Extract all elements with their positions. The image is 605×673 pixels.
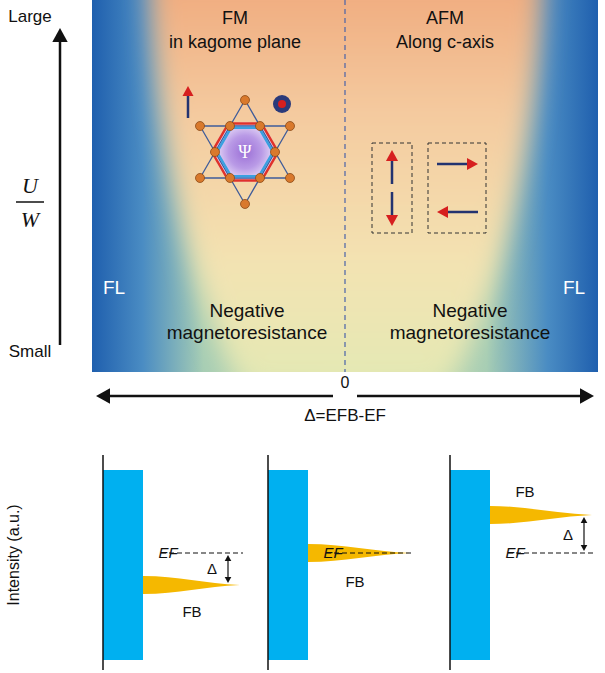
hexagon-blue xyxy=(217,128,273,176)
arrow-head xyxy=(52,28,67,42)
kagome-atom xyxy=(256,173,265,182)
kagome-atom xyxy=(285,173,294,182)
phase-label: Negative magnetoresistance xyxy=(380,300,560,344)
arrow-shaft xyxy=(448,211,478,214)
hexagon-red xyxy=(212,123,278,180)
dos-plot xyxy=(268,455,413,670)
dashed-box xyxy=(372,143,412,233)
dos-plot xyxy=(103,455,243,670)
kagome-atom xyxy=(271,148,280,157)
kagome-lattice xyxy=(196,96,295,209)
arrow-shaft xyxy=(227,561,228,569)
arrow-shaft xyxy=(391,161,394,184)
gap-label: Δ xyxy=(207,560,217,577)
arrow xyxy=(437,158,478,170)
axis-label: Large xyxy=(8,7,51,27)
axis-title: Intensity (a.u.) xyxy=(5,504,23,605)
spin-dot xyxy=(278,100,286,108)
axis-zero: 0 xyxy=(341,374,350,392)
flat-band-label: FB xyxy=(515,483,534,500)
kagome-atom xyxy=(211,148,220,157)
plot-axis xyxy=(102,455,104,670)
arrow-shaft xyxy=(59,42,62,345)
arrow-shaft xyxy=(187,96,190,118)
kagome-atom xyxy=(241,199,250,208)
arrow-shaft xyxy=(357,395,580,398)
divider-dashed xyxy=(344,0,345,372)
flat-band-peak xyxy=(143,576,240,594)
arrow-shaft xyxy=(227,569,228,577)
kagome-triangle xyxy=(200,126,290,204)
bulk-band xyxy=(103,470,143,660)
phase-label: Negative magnetoresistance xyxy=(157,300,337,344)
fermi-level-label: EF xyxy=(323,544,342,561)
phase-panel: FMin kagome planeAFMAlong c-axisFLNegati… xyxy=(92,0,598,372)
kagome-atom xyxy=(285,122,294,131)
axis-variable: W xyxy=(21,207,39,232)
arrow-head xyxy=(437,206,448,218)
bulk-band xyxy=(450,470,490,660)
dos-plot xyxy=(450,455,595,670)
arrow-head xyxy=(386,215,398,226)
flat-band-peak xyxy=(490,506,592,524)
kagome-atom xyxy=(226,173,235,182)
arrow xyxy=(386,192,398,226)
arrow-shaft xyxy=(437,163,467,166)
arrow-head xyxy=(581,517,588,523)
arrow-head xyxy=(225,555,232,561)
wavefunction-symbol: Ψ xyxy=(238,142,251,163)
arrow xyxy=(183,86,194,118)
arrow-head xyxy=(580,388,594,403)
arrow-head xyxy=(386,150,398,161)
plot-axis xyxy=(449,455,451,670)
dashed-box xyxy=(428,143,486,233)
arrow-head xyxy=(225,577,232,583)
phase-label: in kagome plane xyxy=(169,32,301,53)
fermi-level-label: EF xyxy=(158,544,177,561)
phase-label: FL xyxy=(563,277,585,299)
kagome-atom xyxy=(196,173,205,182)
arrow xyxy=(437,206,478,218)
kagome-atom xyxy=(196,122,205,131)
arrow-shaft xyxy=(110,395,333,398)
arrow xyxy=(96,388,333,403)
flat-band-label: FB xyxy=(345,573,364,590)
fraction-bar xyxy=(16,201,44,203)
arrow xyxy=(52,28,67,345)
phase-label: AFM xyxy=(426,8,464,29)
arrow-head xyxy=(183,86,194,96)
arrow xyxy=(386,150,398,184)
fermi-level-label: EF xyxy=(505,544,524,561)
arrow xyxy=(225,555,232,569)
phase-label: FM xyxy=(222,8,248,29)
gap-label: Δ xyxy=(563,526,573,543)
arrow-head xyxy=(467,158,478,170)
arrow-shaft xyxy=(391,192,394,215)
arrow xyxy=(581,517,588,534)
arrow-head xyxy=(96,388,110,403)
arrow xyxy=(357,388,594,403)
arrow-shaft xyxy=(583,534,584,545)
kagome-atom xyxy=(241,96,250,105)
arrow-head xyxy=(581,545,588,551)
arrow xyxy=(225,569,232,583)
axis-variable: U xyxy=(22,173,38,198)
kagome-atom xyxy=(256,122,265,131)
kagome-triangle xyxy=(200,100,290,178)
axis-label: Small xyxy=(9,342,52,362)
axis-title: Δ=EFB-EF xyxy=(304,406,386,426)
kagome-atom xyxy=(226,122,235,131)
plot-axis xyxy=(267,455,269,670)
flat-band-label: FB xyxy=(182,603,201,620)
bulk-band xyxy=(268,470,308,660)
phase-label: Along c-axis xyxy=(396,32,494,53)
spin-out-of-plane xyxy=(273,95,291,113)
arrow-shaft xyxy=(583,523,584,534)
phase-label: FL xyxy=(103,277,125,299)
arrow xyxy=(581,534,588,551)
